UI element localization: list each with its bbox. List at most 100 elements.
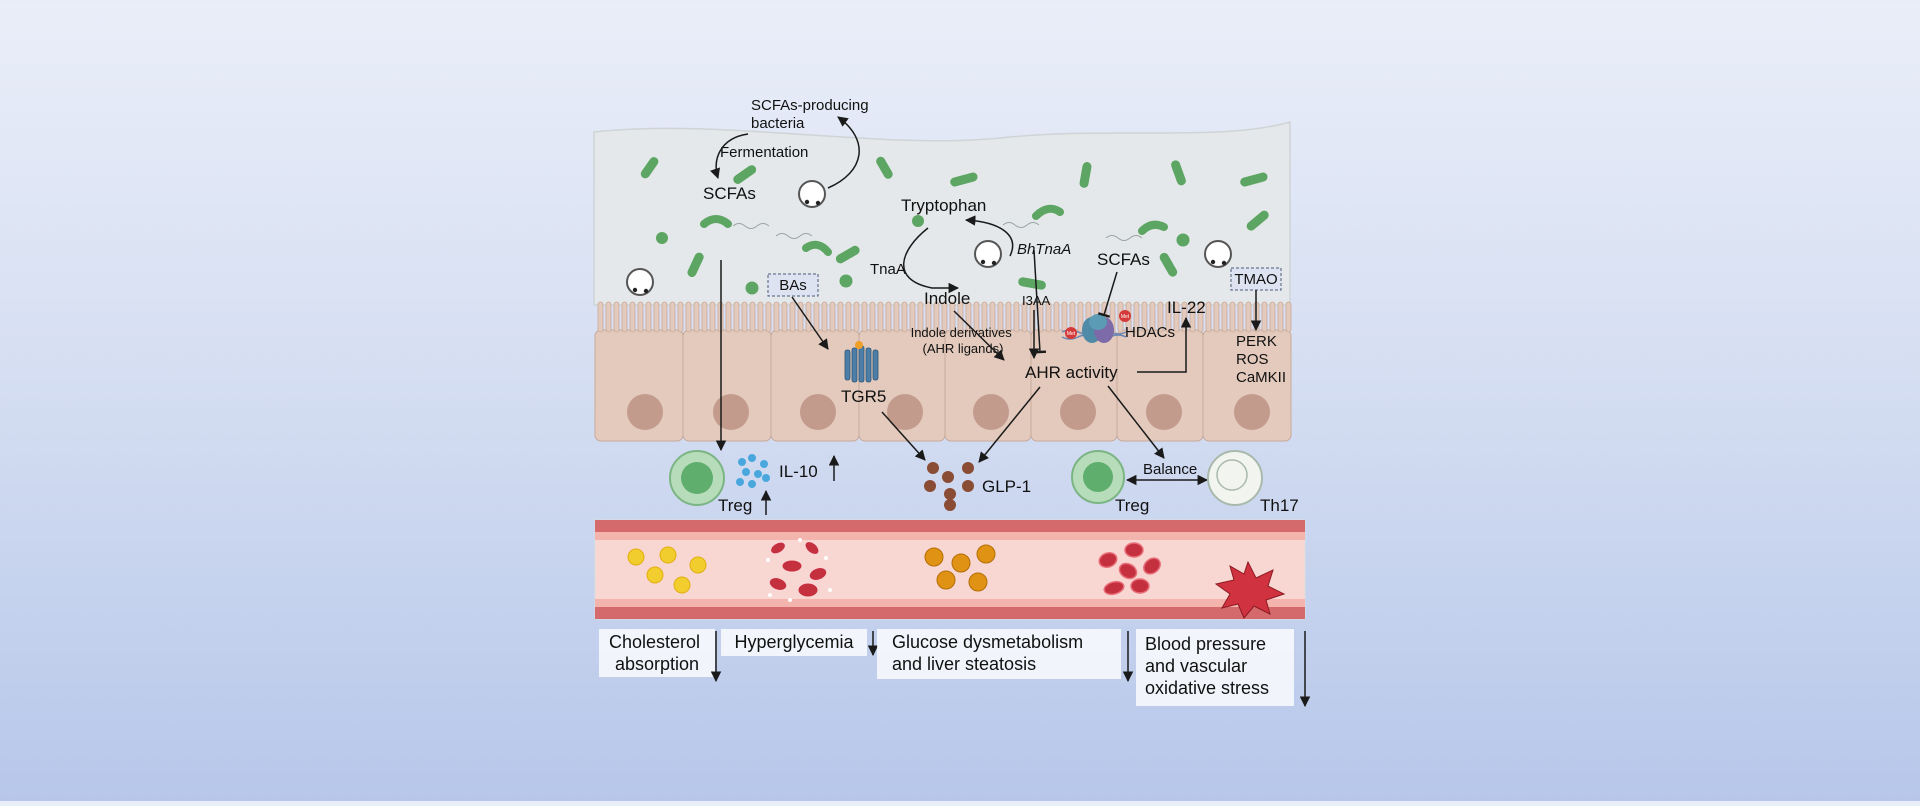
- svg-text:Met: Met: [1067, 331, 1076, 337]
- microvillus: [797, 301, 804, 333]
- ahr-activity-label: AHR activity: [1025, 363, 1118, 382]
- microvillus: [1053, 301, 1060, 333]
- scfas-right-label: SCFAs: [1097, 250, 1150, 269]
- microvillus: [989, 301, 996, 333]
- balance-label: Balance: [1143, 461, 1197, 478]
- ahr-to-balance-arrow: [1107, 385, 1165, 459]
- tgr5-label: TGR5: [841, 387, 886, 406]
- microvillus: [901, 301, 908, 333]
- gut-bacteria: [640, 156, 1269, 295]
- microvillus: [909, 301, 916, 333]
- microvillus: [837, 301, 844, 333]
- microvillus: [1269, 301, 1276, 333]
- bas-label: BAs: [779, 277, 807, 294]
- microvillus: [877, 301, 884, 333]
- microvillus: [677, 301, 684, 333]
- microvillus: [1141, 301, 1148, 333]
- ahr-to-glp1-arrow: [978, 386, 1041, 463]
- microvillus: [869, 301, 876, 333]
- microvillus: [925, 301, 932, 333]
- microvillus: [1261, 301, 1268, 333]
- microvillus: [917, 301, 924, 333]
- microvillus: [893, 301, 900, 333]
- outcome-bp-line3: oxidative stress: [1145, 678, 1269, 698]
- indole-derivatives-label: Indole derivatives (AHR ligands): [911, 325, 1016, 356]
- treg-left-label: Treg: [718, 496, 752, 515]
- glycated-rbc-cluster: [768, 541, 828, 598]
- microvillus: [661, 301, 668, 333]
- microvillus: [645, 301, 652, 333]
- microvillus: [693, 301, 700, 333]
- microvillus: [1157, 301, 1164, 333]
- microvillus: [1045, 301, 1052, 333]
- microvillus: [949, 301, 956, 333]
- outcome-glucose-line1: Glucose dysmetabolism: [892, 632, 1083, 652]
- il10-molecules: [736, 454, 770, 488]
- microvillus: [1237, 301, 1244, 333]
- bhtnaa-arrow: [964, 215, 1014, 257]
- microvillus: [821, 301, 828, 333]
- tgr5-to-glp1-arrow: [881, 411, 926, 461]
- tgr5-receptor: [844, 341, 879, 383]
- svg-text:Blood pressure and vascu: Blood pressure and vascular oxidative st…: [1145, 634, 1271, 698]
- microvillus: [885, 301, 892, 333]
- blood-vessel: [594, 519, 1306, 620]
- microvillus: [1285, 301, 1292, 333]
- microvillus: [709, 301, 716, 333]
- fermentation-label: Fermentation: [720, 144, 808, 161]
- microvillus: [757, 301, 764, 333]
- flagella: [732, 222, 1143, 241]
- indole-to-ahr-arrow: [953, 310, 1005, 361]
- outcome-bp-line1: Blood pressure: [1145, 634, 1266, 654]
- microvillus: [1213, 301, 1220, 333]
- il22-label: IL-22: [1167, 298, 1206, 317]
- outcome-glucose-line2: and liver steatosis: [892, 654, 1036, 674]
- microvillus: [813, 301, 820, 333]
- microvillus: [1013, 301, 1020, 333]
- th17-label: Th17: [1260, 496, 1299, 515]
- scfas-lumen-label: SCFAs: [703, 184, 756, 203]
- microvillus: [1229, 301, 1236, 333]
- lumen-inhibit-line: [1033, 249, 1047, 354]
- microvillus: [829, 301, 836, 333]
- microvillus: [597, 301, 604, 333]
- microvillus: [749, 301, 756, 333]
- microvillus: [653, 301, 660, 333]
- outcome-blood-pressure: Blood pressure and vascular oxidative st…: [1136, 629, 1311, 708]
- microvillus: [685, 301, 692, 333]
- microvillus: [1165, 301, 1172, 333]
- microvillus: [941, 301, 948, 333]
- red-blood-cells: [1098, 542, 1161, 596]
- microvillus: [1277, 301, 1284, 333]
- bhtnaa-label: BhTnaA: [1017, 241, 1071, 258]
- microvillus: [621, 301, 628, 333]
- microvillus: [861, 301, 868, 333]
- outcome-cholesterol: Cholesterol absorption: [599, 629, 722, 683]
- il10-label: IL-10: [779, 462, 818, 481]
- microvillus: [613, 301, 620, 333]
- outcome-cholesterol-line2: absorption: [615, 654, 699, 674]
- glucose-dots: [766, 538, 832, 602]
- outcome-cholesterol-line1: Cholesterol: [609, 632, 700, 652]
- scfas-producing-bacteria-label: SCFAs-producing bacteria: [751, 97, 873, 132]
- svg-text:Met: Met: [1121, 314, 1130, 320]
- epithelium: [594, 329, 1292, 442]
- microvillus: [1061, 301, 1068, 333]
- treg-right-label: Treg: [1115, 496, 1149, 515]
- microvillus: [733, 301, 740, 333]
- microvillus: [1077, 301, 1084, 333]
- microvillus: [1133, 301, 1140, 333]
- tryptophan-to-indole-arrow: [903, 227, 960, 294]
- gut-lumen: [593, 121, 1291, 306]
- lipid-particles: [627, 546, 707, 594]
- svg-text:Cholesterol absorption: Cholesterol absorption: [609, 632, 705, 674]
- bas-box: [767, 273, 819, 297]
- microvillus: [637, 301, 644, 333]
- hdacs-label: HDACs: [1125, 324, 1175, 341]
- th17-cell: [1207, 450, 1263, 506]
- microvillus: [1021, 301, 1028, 333]
- microvillus: [1221, 301, 1228, 333]
- outcome-hyperglycemia-text: Hyperglycemia: [734, 632, 854, 652]
- lipid-droplets: [924, 544, 996, 592]
